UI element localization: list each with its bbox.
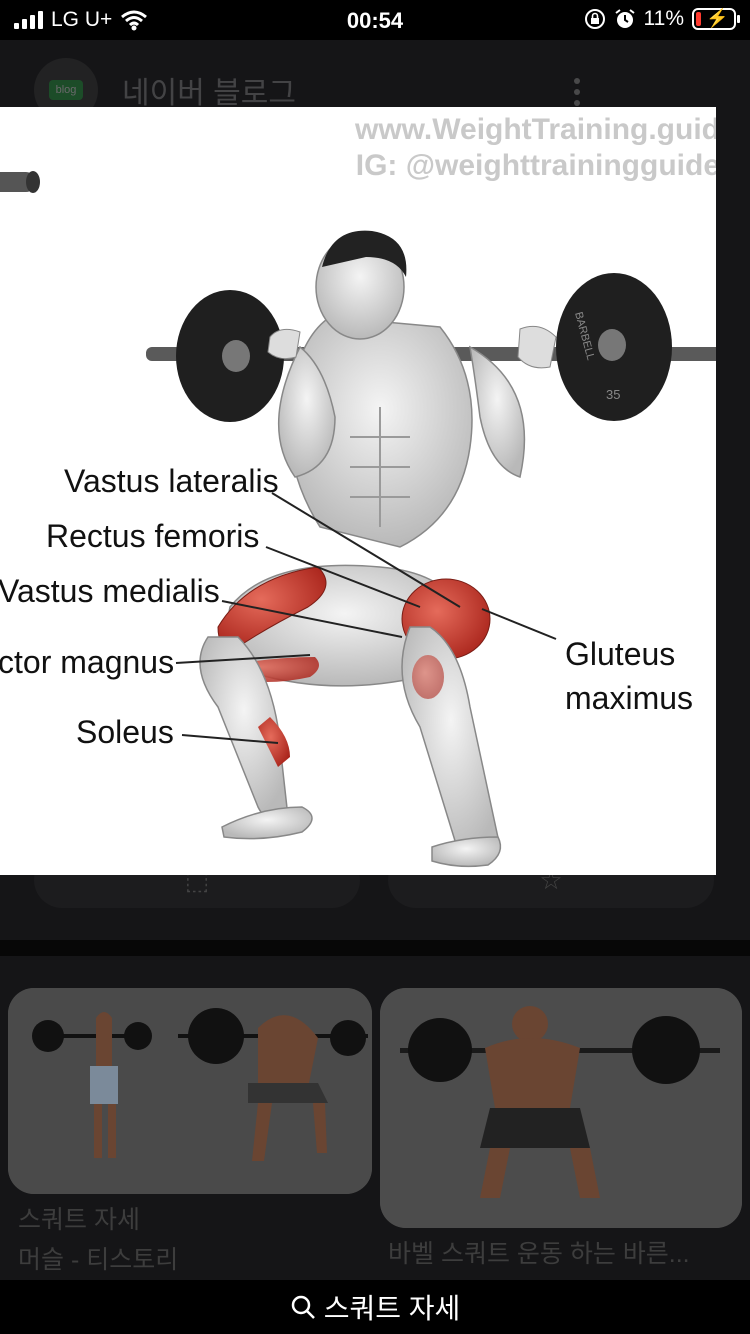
label-maximus: maximus: [565, 680, 694, 716]
signal-icon: [14, 11, 43, 29]
alarm-icon: [614, 9, 635, 28]
label-vastus-medialis: Vastus medialis: [0, 573, 220, 609]
svg-text:35: 35: [606, 387, 620, 402]
result-thumbnail-2[interactable]: [380, 988, 742, 1228]
label-gluteus: Gluteus: [565, 636, 676, 672]
section-divider: [0, 940, 750, 956]
expanded-image[interactable]: BARBELL 35 www.WeightTraini: [0, 107, 716, 875]
label-adductor-magnus: ctor magnus: [0, 644, 175, 680]
battery-icon: ⚡: [692, 8, 740, 30]
rotation-lock-icon: [584, 9, 605, 29]
blog-name: 네이버 블로그: [122, 77, 296, 110]
wifi-icon: [121, 10, 148, 31]
label-vastus-lateralis: Vastus lateralis: [64, 463, 279, 499]
carrier-label: LG U+: [51, 8, 113, 31]
search-icon: [291, 1295, 315, 1319]
battery-percent: 11%: [643, 7, 684, 30]
status-bar: LG U+ 00:54 11% ⚡: [0, 0, 750, 40]
more-icon[interactable]: [574, 78, 580, 111]
result-caption-2[interactable]: 바벨 스쿼트 운동 하는 바른...: [388, 1240, 690, 1268]
search-query: 스쿼트 자세: [323, 1293, 461, 1324]
label-rectus-femoris: Rectus femoris: [46, 518, 260, 554]
label-soleus: Soleus: [76, 714, 174, 750]
squat-illustration: BARBELL 35: [0, 171, 716, 868]
watermark-ig: IG: @weighttrainingguide: [355, 149, 716, 182]
watermark-url: www.WeightTraining.guid: [355, 113, 716, 146]
result-thumbnail-1[interactable]: [8, 988, 372, 1194]
clock: 00:54: [346, 8, 404, 33]
result-caption-1[interactable]: 스쿼트 자세 머슬 - 티스토리: [18, 1206, 179, 1274]
search-bar[interactable]: 스쿼트 자세: [0, 1280, 750, 1334]
